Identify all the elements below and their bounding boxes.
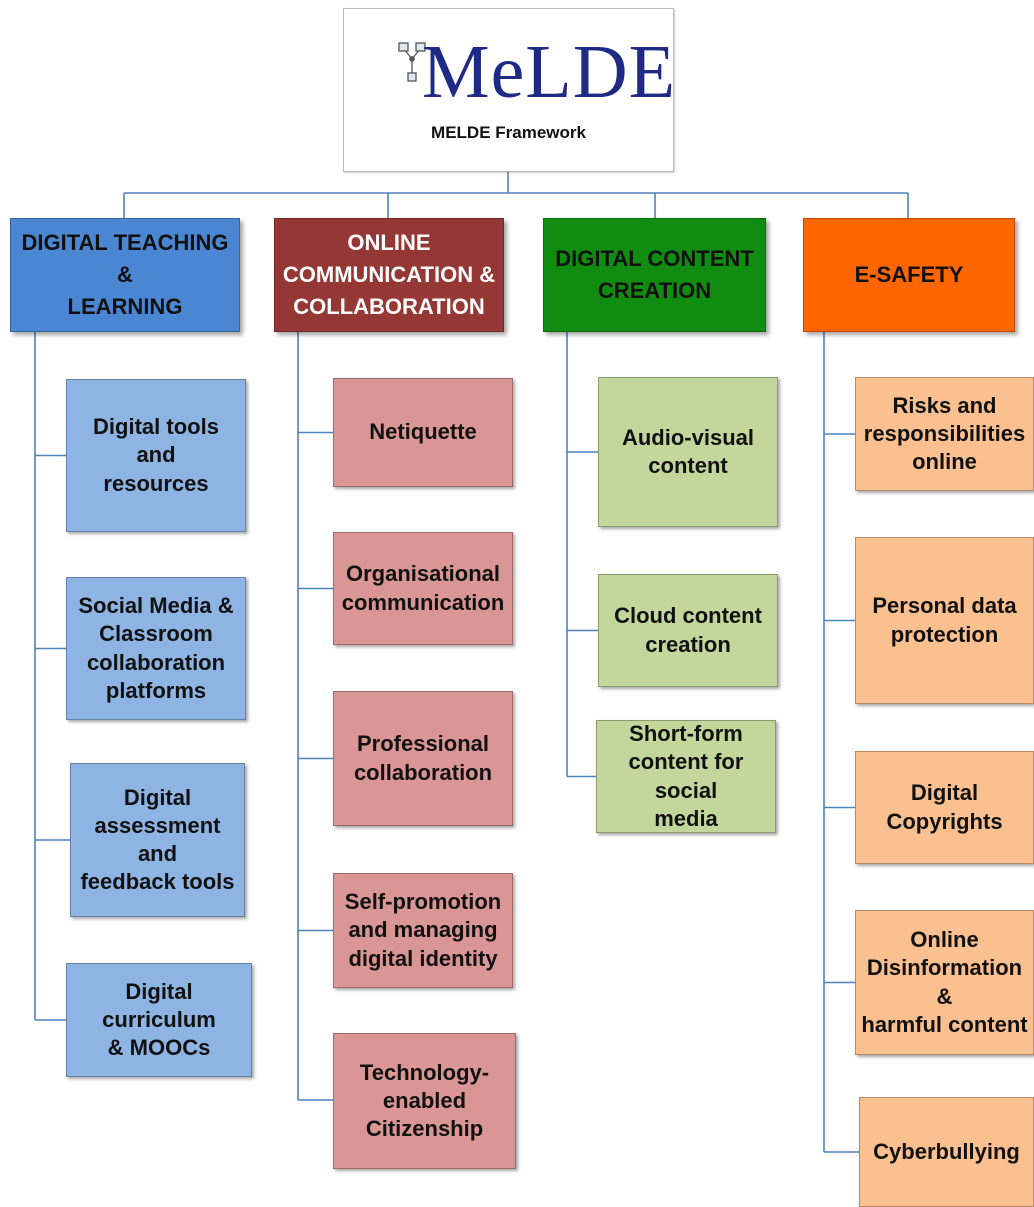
- label-text: Digital curriculum& MOOCs: [102, 978, 216, 1061]
- item-node: Digital curriculum& MOOCs: [66, 963, 252, 1077]
- label-text: E-SAFETY: [854, 262, 964, 288]
- logo-wordmark: MeLDE: [422, 30, 677, 114]
- category-header-1: DIGITAL TEACHING &LEARNING: [10, 218, 240, 332]
- item-node: Cyberbullying: [859, 1097, 1034, 1207]
- category-header-4: E-SAFETY: [803, 218, 1015, 332]
- molecule-network-icon: [398, 42, 426, 82]
- item-node: Netiquette: [333, 378, 513, 487]
- label-text: Cyberbullying: [873, 1138, 1020, 1164]
- label-text: DIGITAL TEACHING &LEARNING: [21, 230, 229, 319]
- root-node: MeLDE MELDE Framework: [343, 8, 677, 172]
- root-caption: MELDE Framework: [431, 123, 586, 142]
- label-text: Netiquette: [369, 419, 477, 445]
